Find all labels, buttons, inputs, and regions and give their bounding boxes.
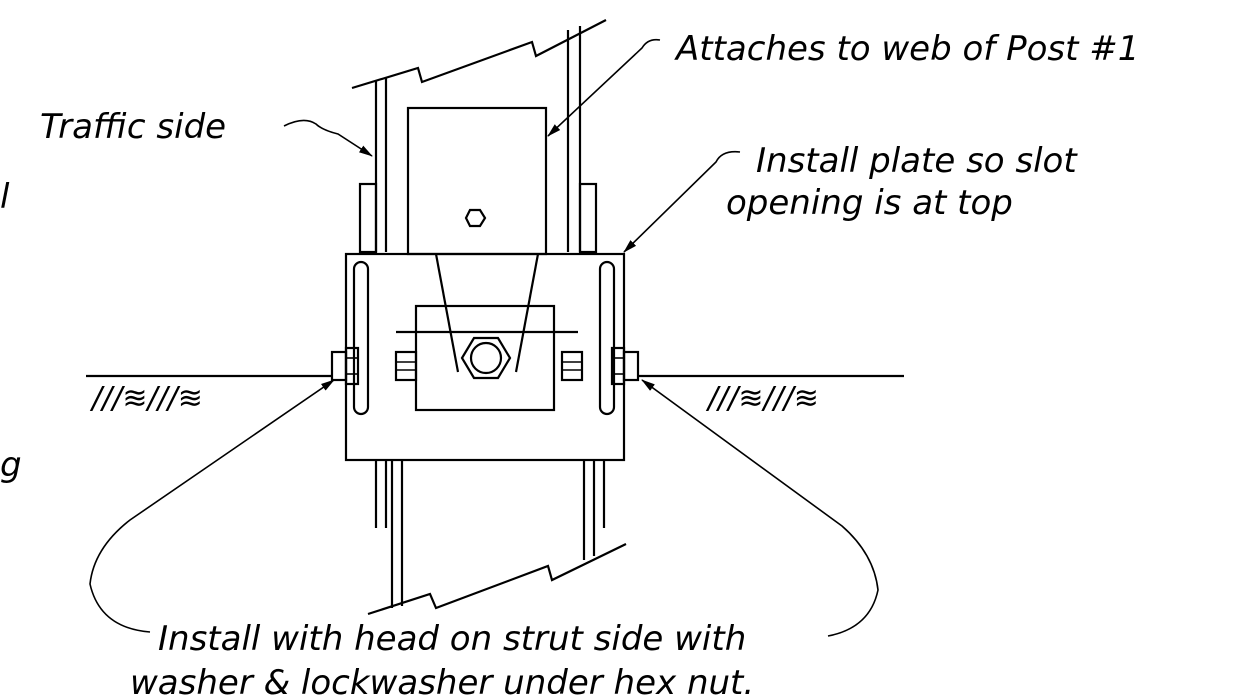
label-traffic-side: Traffic side (40, 107, 226, 147)
partial-left-text-1: l (0, 177, 10, 217)
svg-text:///≋///≋: ///≋///≋ (89, 381, 203, 416)
hex-nut (460, 336, 512, 380)
ground-left: ///≋///≋ (86, 374, 332, 416)
slot (434, 253, 540, 373)
bolt-circle (469, 341, 503, 375)
hex-hole (464, 208, 487, 228)
post-lower (367, 460, 627, 616)
label-install-plate-1: Install plate so slot (756, 141, 1078, 181)
partial-left-text-2: g (0, 445, 22, 485)
strut-tab (406, 106, 548, 256)
post-upper (351, 19, 607, 254)
ground-right: ///≋///≋ (638, 374, 904, 416)
svg-text:///≋///≋: ///≋///≋ (705, 381, 819, 416)
label-install-head-2: washer & lockwasher under hex nut. (130, 663, 754, 697)
label-install-plate-2: opening is at top (726, 183, 1013, 223)
label-attaches: Attaches to web of Post #1 (674, 29, 1139, 69)
label-install-head-1: Install with head on strut side with (158, 619, 746, 659)
center-bolt-assembly (414, 304, 556, 412)
side-plates (330, 260, 640, 416)
leaders (89, 38, 879, 637)
